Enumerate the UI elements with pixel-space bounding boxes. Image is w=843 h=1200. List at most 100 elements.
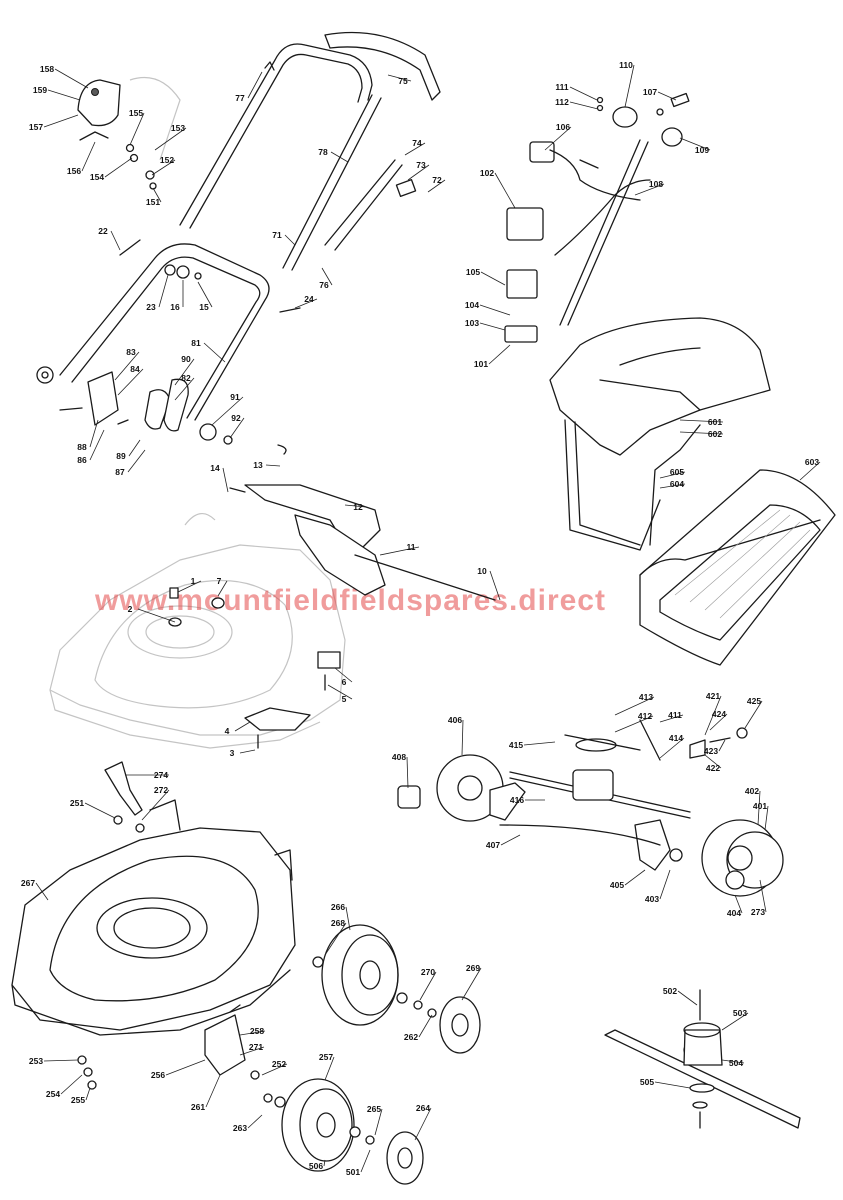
callout-leader-253 (43, 1059, 79, 1062)
callout-502: 502 (663, 986, 677, 996)
cables (324, 159, 417, 251)
callout-leader-270 (419, 971, 437, 1001)
callout-leader-81 (203, 342, 226, 363)
callout-leader-501 (360, 1149, 371, 1173)
callout-103: 103 (465, 318, 479, 328)
callout-leader-267 (35, 882, 49, 901)
callout-270: 270 (421, 967, 435, 977)
callout-74: 74 (412, 138, 422, 148)
callout-266: 266 (331, 902, 345, 912)
callout-leader-71 (284, 234, 296, 246)
callout-leader-82 (174, 377, 195, 401)
callout-leader-603 (799, 461, 821, 481)
callout-501: 501 (346, 1167, 360, 1177)
callout-12: 12 (353, 502, 363, 512)
watermark: www.mountfieldfieldspares.direct (94, 584, 606, 617)
callout-75: 75 (398, 76, 408, 86)
callout-leader-87 (127, 449, 146, 473)
callout-leader-154 (104, 157, 133, 178)
callout-leader-24 (294, 298, 318, 309)
callout-leader-7 (217, 580, 228, 597)
callout-254: 254 (46, 1089, 60, 1099)
callout-268: 268 (331, 918, 345, 928)
callout-leader-110 (624, 64, 635, 108)
callout-leader-502 (677, 990, 698, 1006)
callout-401: 401 (753, 801, 767, 811)
callout-251: 251 (70, 798, 84, 808)
callout-leader-258 (239, 1030, 266, 1036)
callout-leader-407 (500, 834, 521, 846)
callout-87: 87 (115, 467, 125, 477)
callout-83: 83 (126, 347, 136, 357)
callout-leader-505 (654, 1081, 691, 1089)
rear-wheel (312, 924, 481, 1054)
callout-506: 506 (309, 1161, 323, 1171)
callout-leader-506 (323, 1159, 326, 1167)
callout-leader-405 (624, 869, 646, 886)
callout-265: 265 (367, 1104, 381, 1114)
callout-3: 3 (230, 748, 235, 758)
callout-leader-159 (47, 89, 81, 101)
callout-leader-3 (239, 749, 256, 754)
callout-leader-92 (229, 417, 245, 439)
callout-252: 252 (272, 1059, 286, 1069)
callout-leader-11 (379, 546, 420, 556)
callout-leader-413 (614, 696, 655, 716)
callout-405: 405 (610, 880, 624, 890)
callout-605: 605 (670, 467, 684, 477)
callout-leader-414 (659, 737, 685, 759)
callout-78: 78 (318, 147, 328, 157)
callout-leader-75 (387, 74, 412, 82)
callout-leader-4 (234, 721, 251, 732)
callout-109: 109 (695, 145, 709, 155)
callout-258: 258 (250, 1026, 264, 1036)
callout-504: 504 (729, 1058, 743, 1068)
main-deck (11, 799, 296, 1036)
callout-leader-76 (321, 267, 333, 286)
callout-leader-111 (569, 86, 598, 101)
callout-leader-404 (734, 894, 743, 914)
callout-16: 16 (170, 302, 180, 312)
callout-73: 73 (416, 160, 426, 170)
handle-pivot-parts (36, 239, 301, 445)
callout-leader-255 (85, 1087, 91, 1101)
callout-leader-102 (494, 172, 516, 209)
callout-89: 89 (116, 451, 126, 461)
callout-105: 105 (466, 267, 480, 277)
callout-leader-257 (324, 1056, 335, 1081)
callout-leader-406 (461, 719, 464, 756)
callout-261: 261 (191, 1102, 205, 1112)
callout-leader-15 (197, 281, 213, 308)
callout-leader-601 (679, 419, 724, 423)
callout-263: 263 (233, 1123, 247, 1133)
callout-274: 274 (154, 770, 168, 780)
callout-leader-1 (177, 580, 202, 593)
callout-leader-109 (679, 137, 711, 151)
callout-76: 76 (319, 280, 329, 290)
callout-423: 423 (704, 746, 718, 756)
callout-412: 412 (638, 711, 652, 721)
callout-257: 257 (319, 1052, 333, 1062)
callout-1: 1 (191, 576, 196, 586)
callout-256: 256 (151, 1070, 165, 1080)
callout-leader-422 (704, 754, 722, 769)
callout-leader-155 (129, 112, 145, 146)
callout-416: 416 (510, 795, 524, 805)
callout-107: 107 (643, 87, 657, 97)
callout-406: 406 (448, 715, 462, 725)
callout-153: 153 (171, 123, 185, 133)
callout-leader-411 (659, 714, 684, 723)
callout-leader-604 (659, 483, 686, 489)
callout-602: 602 (708, 429, 722, 439)
callout-106: 106 (556, 122, 570, 132)
callout-leader-5 (327, 684, 353, 700)
callout-152: 152 (160, 155, 174, 165)
callout-leader-264 (414, 1107, 432, 1141)
callout-leader-151 (152, 187, 162, 203)
callout-92: 92 (231, 413, 241, 423)
callout-15: 15 (199, 302, 209, 312)
callout-22: 22 (98, 226, 108, 236)
callout-154: 154 (90, 172, 104, 182)
callout-leader-503 (721, 1012, 749, 1031)
callout-leader-504 (721, 1059, 745, 1064)
